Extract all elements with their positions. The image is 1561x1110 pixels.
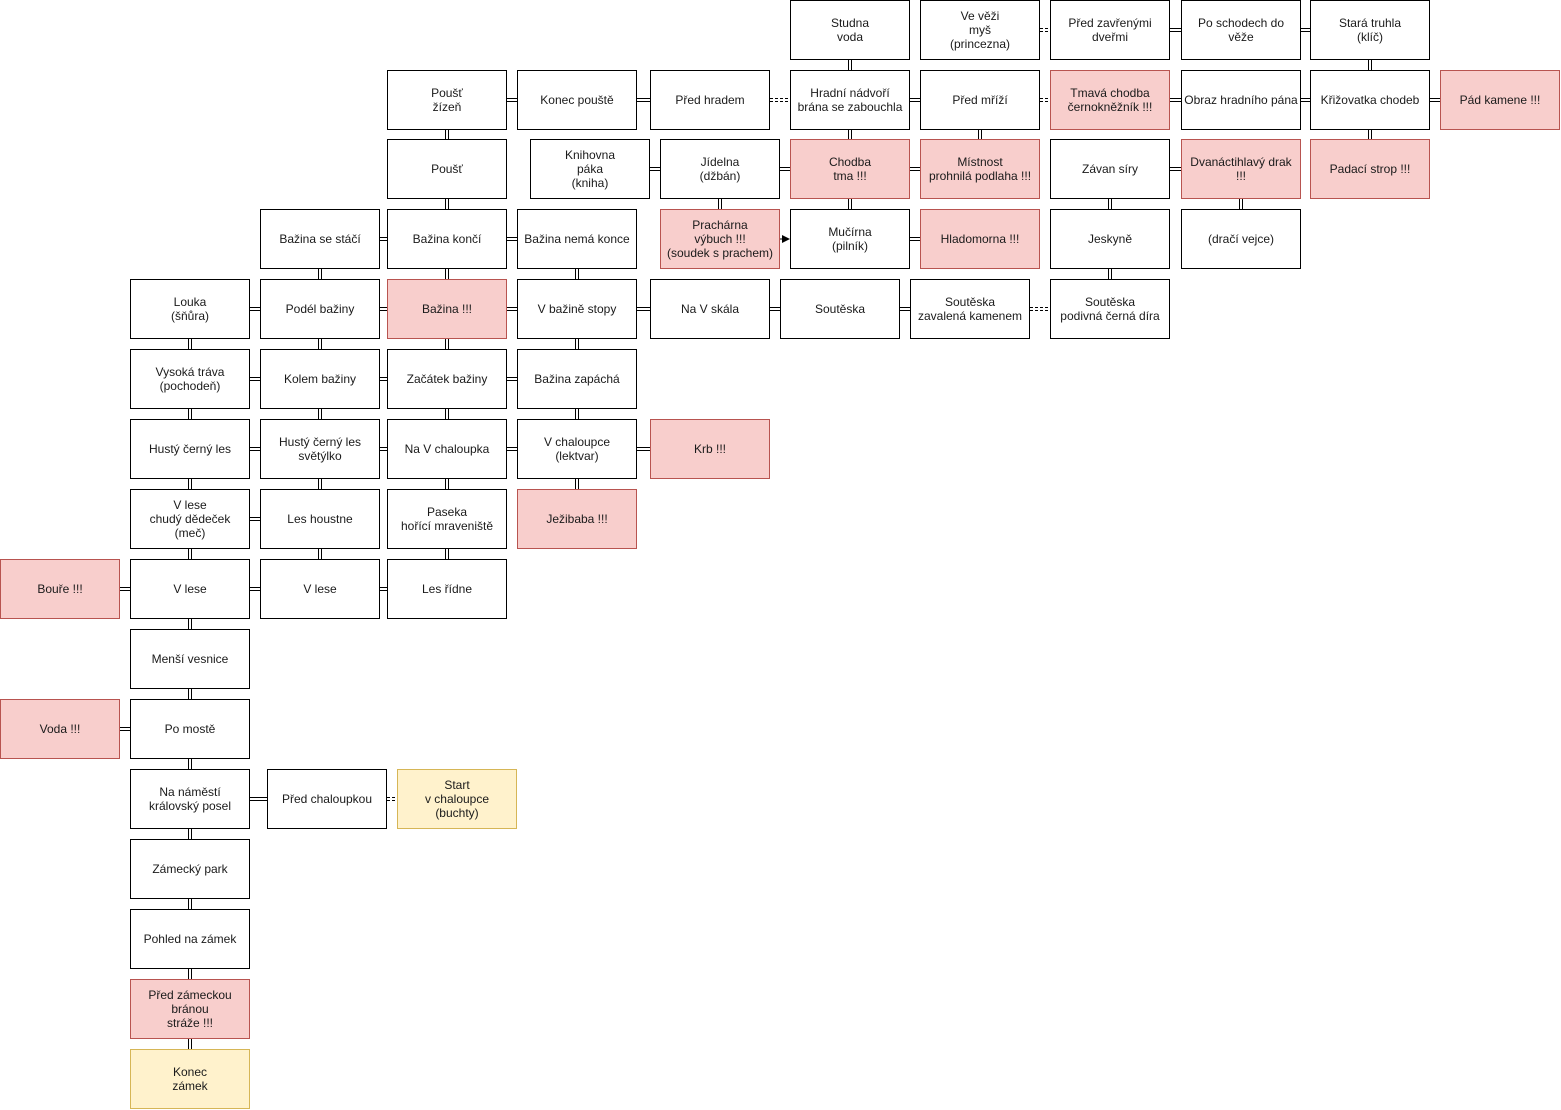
node-krb[interactable]: Krb !!! bbox=[650, 419, 770, 479]
node-obraz[interactable]: Obraz hradního pána bbox=[1181, 70, 1301, 130]
node-pad-kamene[interactable]: Pád kamene !!! bbox=[1440, 70, 1560, 130]
node-na-v-chaloupka[interactable]: Na V chaloupka bbox=[387, 419, 507, 479]
node-bazina[interactable]: Bažina !!! bbox=[387, 279, 507, 339]
node-v-chaloupce-lektvar[interactable]: V chaloupce (lektvar) bbox=[517, 419, 637, 479]
node-padaci-strop[interactable]: Padací strop !!! bbox=[1310, 139, 1430, 199]
node-zamecky-park[interactable]: Zámecký park bbox=[130, 839, 250, 899]
node-jidelna[interactable]: Jídelna (džbán) bbox=[660, 139, 780, 199]
node-chodba-tma[interactable]: Chodba tma !!! bbox=[790, 139, 910, 199]
node-souteska-zavalena[interactable]: Soutěska zavalená kamenem bbox=[910, 279, 1030, 339]
node-kolem-baziny[interactable]: Kolem bažiny bbox=[260, 349, 380, 409]
node-poust[interactable]: Poušť bbox=[387, 139, 507, 199]
node-v-bazine-stopy[interactable]: V bažině stopy bbox=[517, 279, 637, 339]
node-jezibaba[interactable]: Ježibaba !!! bbox=[517, 489, 637, 549]
node-paseka[interactable]: Paseka hořící mraveniště bbox=[387, 489, 507, 549]
node-souteska[interactable]: Soutěska bbox=[780, 279, 900, 339]
node-les-ridne[interactable]: Les řídne bbox=[387, 559, 507, 619]
node-po-schodech[interactable]: Po schodech do věže bbox=[1181, 0, 1301, 60]
node-vysoka-trava[interactable]: Vysoká tráva (pochodeň) bbox=[130, 349, 250, 409]
node-husty-les[interactable]: Hustý černý les bbox=[130, 419, 250, 479]
node-pred-chaloupkou[interactable]: Před chaloupkou bbox=[267, 769, 387, 829]
node-namesti[interactable]: Na náměstí královský posel bbox=[130, 769, 250, 829]
node-boure[interactable]: Bouře !!! bbox=[0, 559, 120, 619]
node-konec-pouste[interactable]: Konec pouště bbox=[517, 70, 637, 130]
node-knihovna[interactable]: Knihovna páka (kniha) bbox=[530, 139, 650, 199]
node-po-moste[interactable]: Po mostě bbox=[130, 699, 250, 759]
node-start[interactable]: Start v chaloupce (buchty) bbox=[397, 769, 517, 829]
node-hladomorna[interactable]: Hladomorna !!! bbox=[920, 209, 1040, 269]
node-zacatek-baziny[interactable]: Začátek bažiny bbox=[387, 349, 507, 409]
node-jeskyne[interactable]: Jeskyně bbox=[1050, 209, 1170, 269]
node-pracharna[interactable]: Prachárna výbuch !!! (soudek s prachem) bbox=[660, 209, 780, 269]
node-na-v-skala[interactable]: Na V skála bbox=[650, 279, 770, 339]
node-tmava-chodba[interactable]: Tmavá chodba černokněžník !!! bbox=[1050, 70, 1170, 130]
node-krizovatka[interactable]: Křižovatka chodeb bbox=[1310, 70, 1430, 130]
node-souteska-dira[interactable]: Soutěska podivná černá díra bbox=[1050, 279, 1170, 339]
node-v-lese-dedecek[interactable]: V lese chudý dědeček (meč) bbox=[130, 489, 250, 549]
node-draci-vejce[interactable]: (dračí vejce) bbox=[1181, 209, 1301, 269]
node-mucirna[interactable]: Mučírna (pilník) bbox=[790, 209, 910, 269]
node-v-lese-1[interactable]: V lese bbox=[130, 559, 250, 619]
node-v-lese-2[interactable]: V lese bbox=[260, 559, 380, 619]
node-stara-truhla[interactable]: Stará truhla (klíč) bbox=[1310, 0, 1430, 60]
node-bazina-staci[interactable]: Bažina se stáčí bbox=[260, 209, 380, 269]
node-drak[interactable]: Dvanáctihlavý drak !!! bbox=[1181, 139, 1301, 199]
node-louka[interactable]: Louka (šňůra) bbox=[130, 279, 250, 339]
node-veze-mys[interactable]: Ve věži myš (princezna) bbox=[920, 0, 1040, 60]
node-konec[interactable]: Konec zámek bbox=[130, 1049, 250, 1109]
node-podel-baziny[interactable]: Podél bažiny bbox=[260, 279, 380, 339]
node-pohled-zamek[interactable]: Pohled na zámek bbox=[130, 909, 250, 969]
node-bazina-konci[interactable]: Bažina končí bbox=[387, 209, 507, 269]
node-studna[interactable]: Studna voda bbox=[790, 0, 910, 60]
node-husty-les-svetylko[interactable]: Hustý černý les světýlko bbox=[260, 419, 380, 479]
node-pred-mrizi[interactable]: Před mříží bbox=[920, 70, 1040, 130]
node-nadvori[interactable]: Hradní nádvoří brána se zabouchla bbox=[790, 70, 910, 130]
node-mensi-vesnice[interactable]: Menší vesnice bbox=[130, 629, 250, 689]
node-pred-hradem[interactable]: Před hradem bbox=[650, 70, 770, 130]
node-zavan-siry[interactable]: Závan síry bbox=[1050, 139, 1170, 199]
node-voda[interactable]: Voda !!! bbox=[0, 699, 120, 759]
node-pred-branou[interactable]: Před zámeckou bránou stráže !!! bbox=[130, 979, 250, 1039]
node-pred-dvermi[interactable]: Před zavřenými dveřmi bbox=[1050, 0, 1170, 60]
node-les-houstne[interactable]: Les houstne bbox=[260, 489, 380, 549]
node-bazina-zapacha[interactable]: Bažina zapáchá bbox=[517, 349, 637, 409]
node-mistnost[interactable]: Místnost prohnilá podlaha !!! bbox=[920, 139, 1040, 199]
node-bazina-nema-konce[interactable]: Bažina nemá konce bbox=[517, 209, 637, 269]
node-poust-zizen[interactable]: Poušť žízeň bbox=[387, 70, 507, 130]
